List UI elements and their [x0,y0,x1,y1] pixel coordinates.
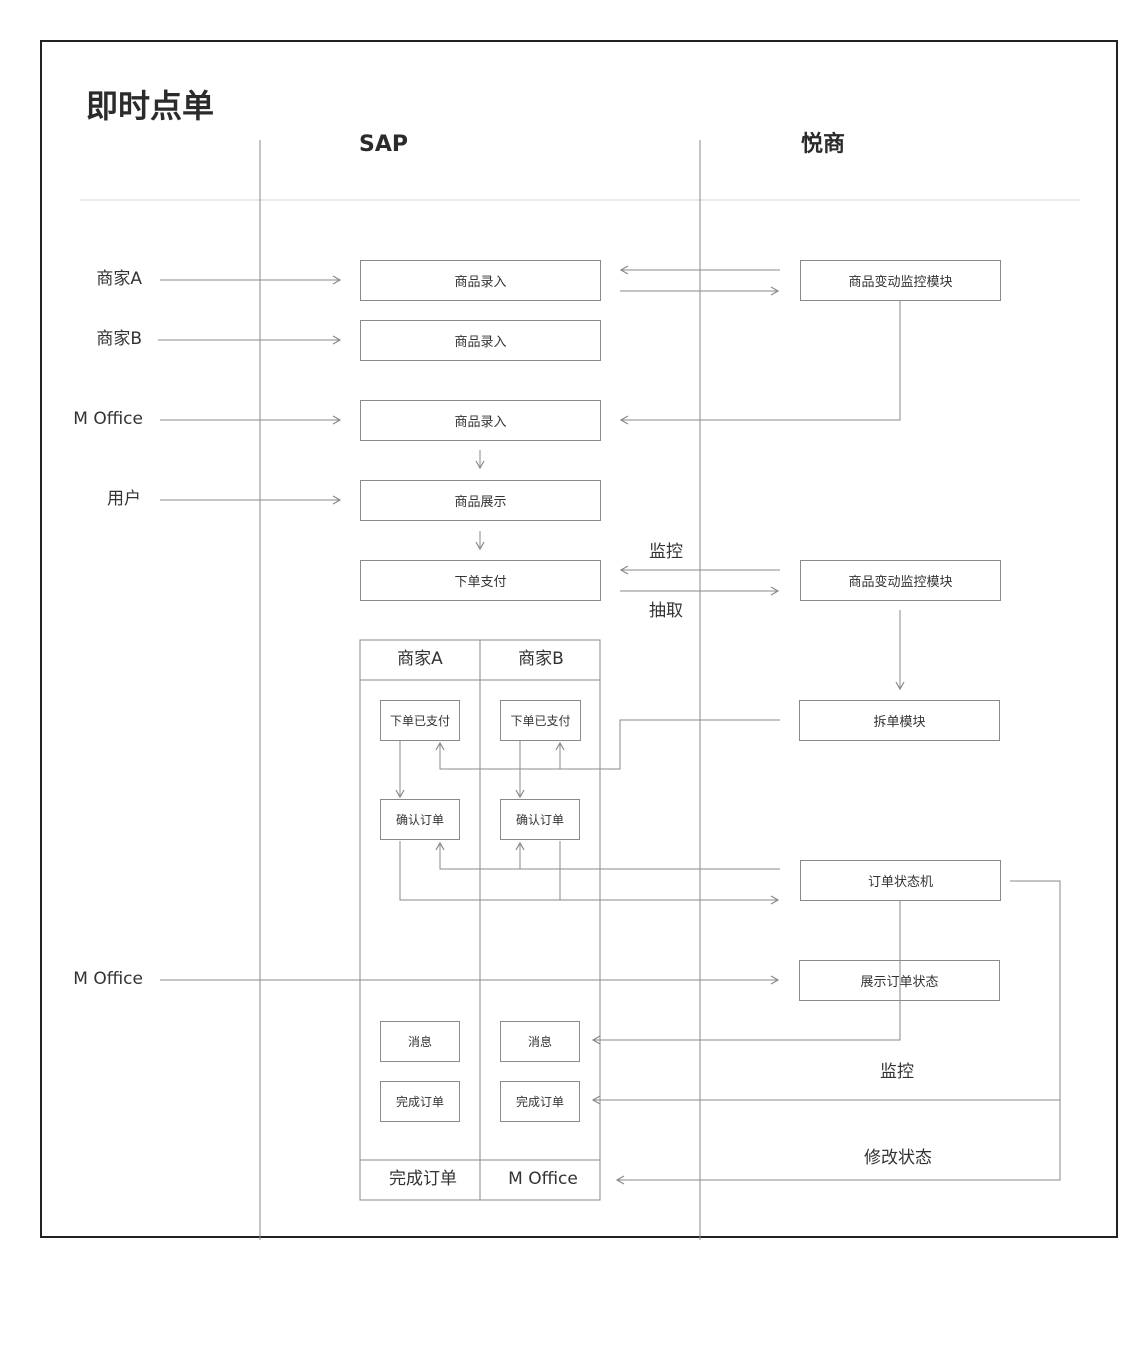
box-done-b: 完成订单 [500,1081,580,1122]
arrow-state-to-done [591,880,1061,1105]
split-footer-m-office: M Office [508,1169,578,1189]
arrow-split-to-paid-a [435,719,780,770]
yue-box-monitor-1: 商品变动监控模块 [800,260,1001,301]
sap-box-entry-1: 商品录入 [360,260,601,301]
box-message-b: 消息 [500,1021,580,1062]
sap-box-order-pay: 下单支付 [360,560,601,601]
box-confirm-b: 确认订单 [500,799,580,840]
lane-label-yueshang: 悦商 [801,132,846,157]
actor-m-office-2: M Office [73,969,143,989]
label-modify-state: 修改状态 [864,1148,932,1168]
split-header-merchant-b: 商家B [518,649,564,669]
box-confirm-a: 确认订单 [380,799,460,840]
arrow-monitor-to-entry-3 [619,300,901,425]
label-monitor: 监控 [649,542,683,562]
split-footer-complete: 完成订单 [389,1169,457,1189]
label-extract: 抽取 [649,601,683,621]
actor-user: 用户 [107,489,141,509]
actor-m-office: M Office [73,409,143,429]
label-monitor-2: 监控 [880,1062,914,1082]
arrow-state-to-message [591,900,901,1045]
box-done-a: 完成订单 [380,1081,460,1122]
arrow-state-to-confirm-a [435,841,780,870]
diagram-frame [40,40,1118,1238]
box-paid-a: 下单已支付 [380,700,460,741]
yue-box-split: 拆单模块 [799,700,1000,741]
arrow-state-to-footer [615,1100,1061,1185]
yue-box-show-state: 展示订单状态 [799,960,1000,1001]
sap-box-display: 商品展示 [360,480,601,521]
lane-label-sap: SAP [359,132,408,157]
sap-box-entry-3: 商品录入 [360,400,601,441]
sap-box-entry-2: 商品录入 [360,320,601,361]
arrow-confirm-a-to-state [399,841,780,905]
split-header-merchant-a: 商家A [397,649,443,669]
yue-box-state-machine: 订单状态机 [800,860,1001,901]
page-title: 即时点单 [86,87,215,125]
box-message-a: 消息 [380,1021,460,1062]
actor-merchant-a: 商家A [96,269,142,289]
box-paid-b: 下单已支付 [500,700,581,741]
yue-box-monitor-2: 商品变动监控模块 [800,560,1001,601]
actor-merchant-b: 商家B [96,329,142,349]
